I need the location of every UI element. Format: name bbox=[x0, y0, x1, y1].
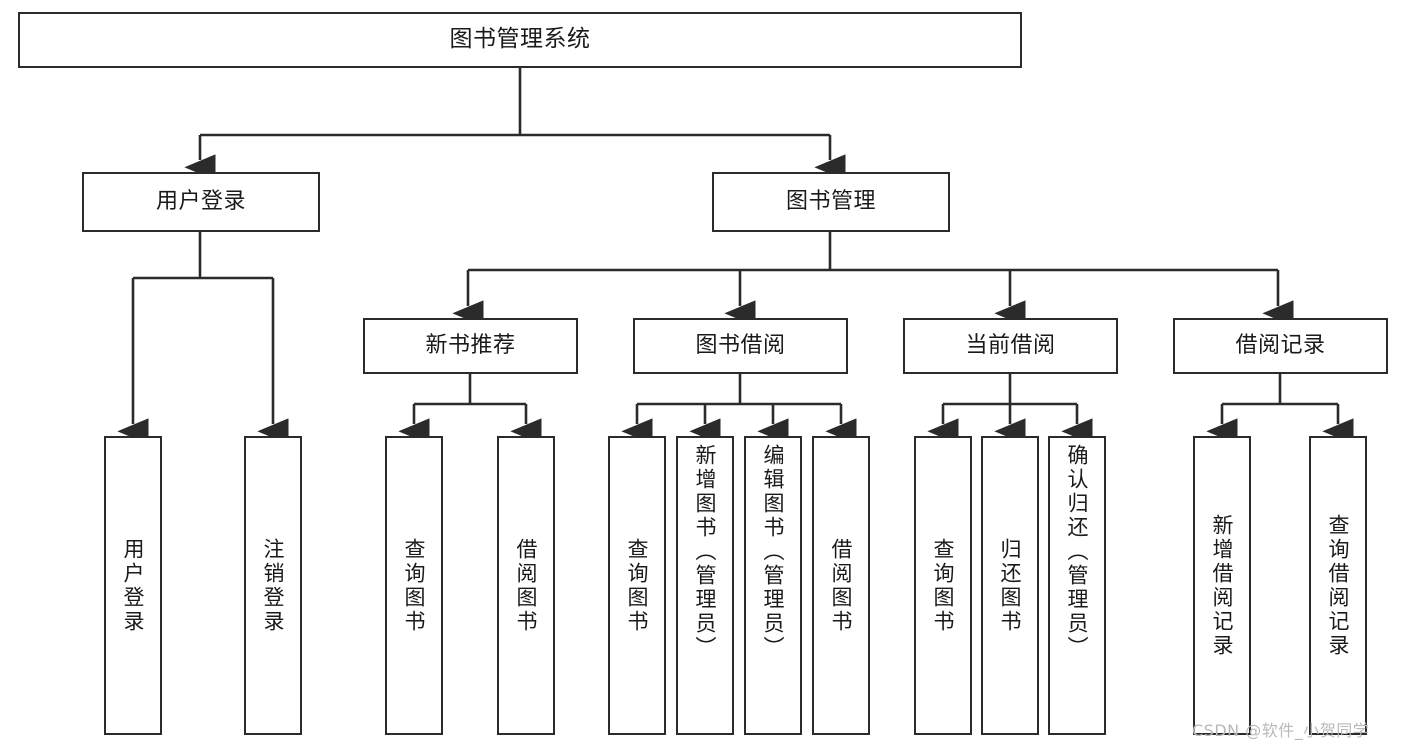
leaf-new-book-borrow-label: 借阅图书 bbox=[514, 537, 539, 634]
leaf-borrow-borrow-book-label: 借阅图书 bbox=[829, 537, 854, 634]
node-new-book-recommend-label: 新书推荐 bbox=[425, 333, 516, 359]
leaf-user-login-login[interactable]: 用户登录 bbox=[104, 436, 162, 735]
leaf-borrow-edit-book[interactable]: 编辑图书（管理员） bbox=[744, 436, 802, 735]
leaf-record-query-label: 查询借阅记录 bbox=[1326, 513, 1351, 658]
node-root[interactable]: 图书管理系统 bbox=[18, 12, 1022, 68]
node-current-borrow[interactable]: 当前借阅 bbox=[903, 318, 1118, 374]
leaf-current-query-book-label: 查询图书 bbox=[931, 537, 956, 634]
leaf-new-book-query[interactable]: 查询图书 bbox=[385, 436, 443, 735]
node-book-management-label: 图书管理 bbox=[785, 189, 876, 215]
leaf-record-add[interactable]: 新增借阅记录 bbox=[1193, 436, 1251, 735]
leaf-borrow-query-book-label: 查询图书 bbox=[625, 537, 650, 634]
node-borrow-record-label: 借阅记录 bbox=[1235, 333, 1326, 359]
leaf-new-book-borrow[interactable]: 借阅图书 bbox=[497, 436, 555, 735]
leaf-user-login-logout-label: 注销登录 bbox=[261, 537, 286, 634]
leaf-record-query[interactable]: 查询借阅记录 bbox=[1309, 436, 1367, 735]
leaf-current-confirm-return-label: 确认归还（管理员） bbox=[1065, 444, 1090, 660]
node-book-borrow[interactable]: 图书借阅 bbox=[633, 318, 848, 374]
leaf-borrow-query-book[interactable]: 查询图书 bbox=[608, 436, 666, 735]
node-borrow-record[interactable]: 借阅记录 bbox=[1173, 318, 1388, 374]
leaf-current-query-book[interactable]: 查询图书 bbox=[914, 436, 972, 735]
node-user-login[interactable]: 用户登录 bbox=[82, 172, 320, 232]
node-root-label: 图书管理系统 bbox=[449, 26, 591, 53]
leaf-current-return-book-label: 归还图书 bbox=[998, 537, 1023, 634]
leaf-user-login-logout[interactable]: 注销登录 bbox=[244, 436, 302, 735]
leaf-user-login-login-label: 用户登录 bbox=[121, 537, 146, 634]
node-user-login-label: 用户登录 bbox=[155, 189, 246, 215]
leaf-borrow-add-book[interactable]: 新增图书（管理员） bbox=[676, 436, 734, 735]
node-new-book-recommend[interactable]: 新书推荐 bbox=[363, 318, 578, 374]
leaf-borrow-edit-book-label: 编辑图书（管理员） bbox=[761, 444, 786, 660]
node-book-borrow-label: 图书借阅 bbox=[695, 333, 786, 359]
leaf-borrow-borrow-book[interactable]: 借阅图书 bbox=[812, 436, 870, 735]
node-book-management[interactable]: 图书管理 bbox=[712, 172, 950, 232]
node-current-borrow-label: 当前借阅 bbox=[965, 333, 1056, 359]
watermark-text: CSDN @软件_小贺同学 bbox=[1192, 721, 1370, 740]
leaf-borrow-add-book-label: 新增图书（管理员） bbox=[693, 444, 718, 660]
leaf-current-confirm-return[interactable]: 确认归还（管理员） bbox=[1048, 436, 1106, 735]
leaf-current-return-book[interactable]: 归还图书 bbox=[981, 436, 1039, 735]
leaf-record-add-label: 新增借阅记录 bbox=[1210, 513, 1235, 658]
leaf-new-book-query-label: 查询图书 bbox=[402, 537, 427, 634]
